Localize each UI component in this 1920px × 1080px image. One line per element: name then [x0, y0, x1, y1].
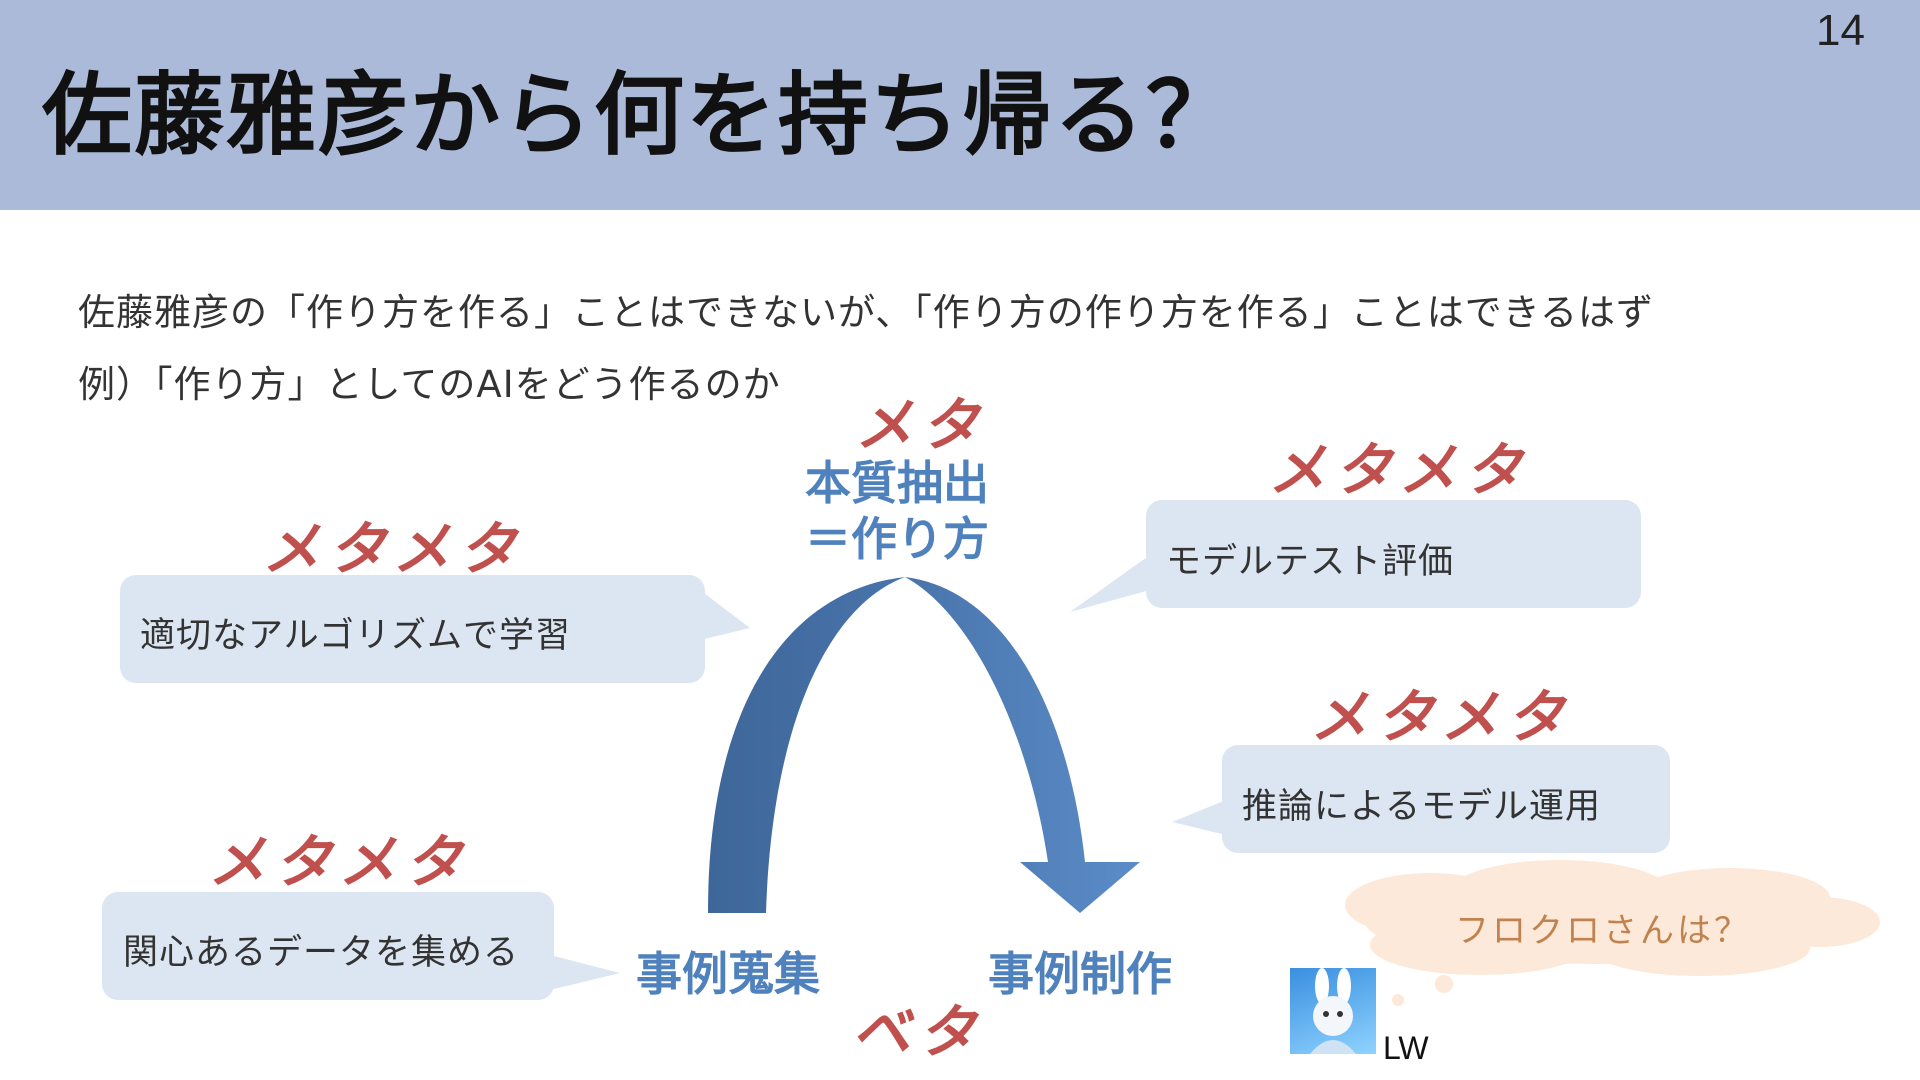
- metameta-label-collect: メタメタ: [208, 815, 470, 899]
- avatar-caption: LW: [1383, 1030, 1429, 1067]
- bunny-avatar-icon: [1290, 968, 1376, 1054]
- case-collection-label: 事例蒐集: [636, 938, 820, 1004]
- arch-arrow: [708, 577, 1140, 913]
- beta-label: ベタ: [852, 985, 984, 1069]
- bubble-text-collect: 関心あるデータを集める: [123, 924, 519, 975]
- metameta-label-learn: メタメタ: [262, 502, 524, 586]
- metameta-label-inference: メタメタ: [1310, 670, 1572, 754]
- avatar: [1290, 968, 1376, 1054]
- bubble-text-learn: 適切なアルゴリズムで学習: [140, 607, 571, 658]
- bubble-text-evaluate: モデルテスト評価: [1166, 533, 1454, 584]
- case-production-label: 事例制作: [988, 938, 1172, 1004]
- cloud-text: フロクロさんは？: [1455, 903, 1751, 952]
- metameta-label-evaluate: メタメタ: [1268, 423, 1530, 507]
- method-label: ＝作り方: [805, 503, 989, 569]
- bubble-text-inference: 推論によるモデル運用: [1242, 778, 1601, 829]
